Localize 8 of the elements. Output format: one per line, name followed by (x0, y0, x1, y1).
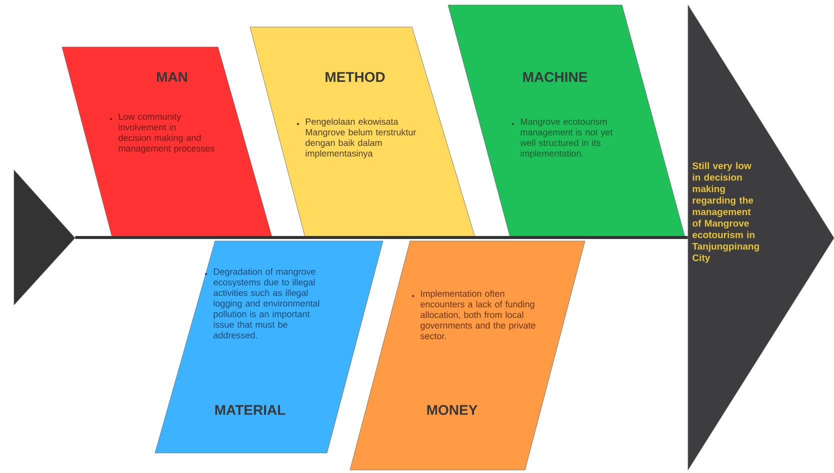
spine-line (75, 236, 688, 239)
parallelogram-box: MAN Low community involvement in decision making and management processes (62, 46, 272, 238)
parallelogram-box: Degradation of mangrove ecosystems due to illegal activities such as illegal logging and environmental pollution is an important issue that must be addressed. MATERIAL (154, 240, 384, 454)
parallelogram-box: MACHINE Mangrove ecotourism management is not yet well structured in its implementation. (448, 4, 686, 238)
head-triangle: Still very low in decision making regarding the management of Mangrove ecotourism in Tanjungpinang City (688, 4, 834, 470)
parallelogram-box: Implementation often encounters a lack of funding allocation, both from local governments and the private sector. MONEY (350, 240, 586, 470)
tail-triangle (14, 170, 76, 306)
parallelogram-box: METHOD Pengelolaan ekowisata Mangrove belum terstruktur dengan baik dalam implementasinya (250, 26, 476, 238)
